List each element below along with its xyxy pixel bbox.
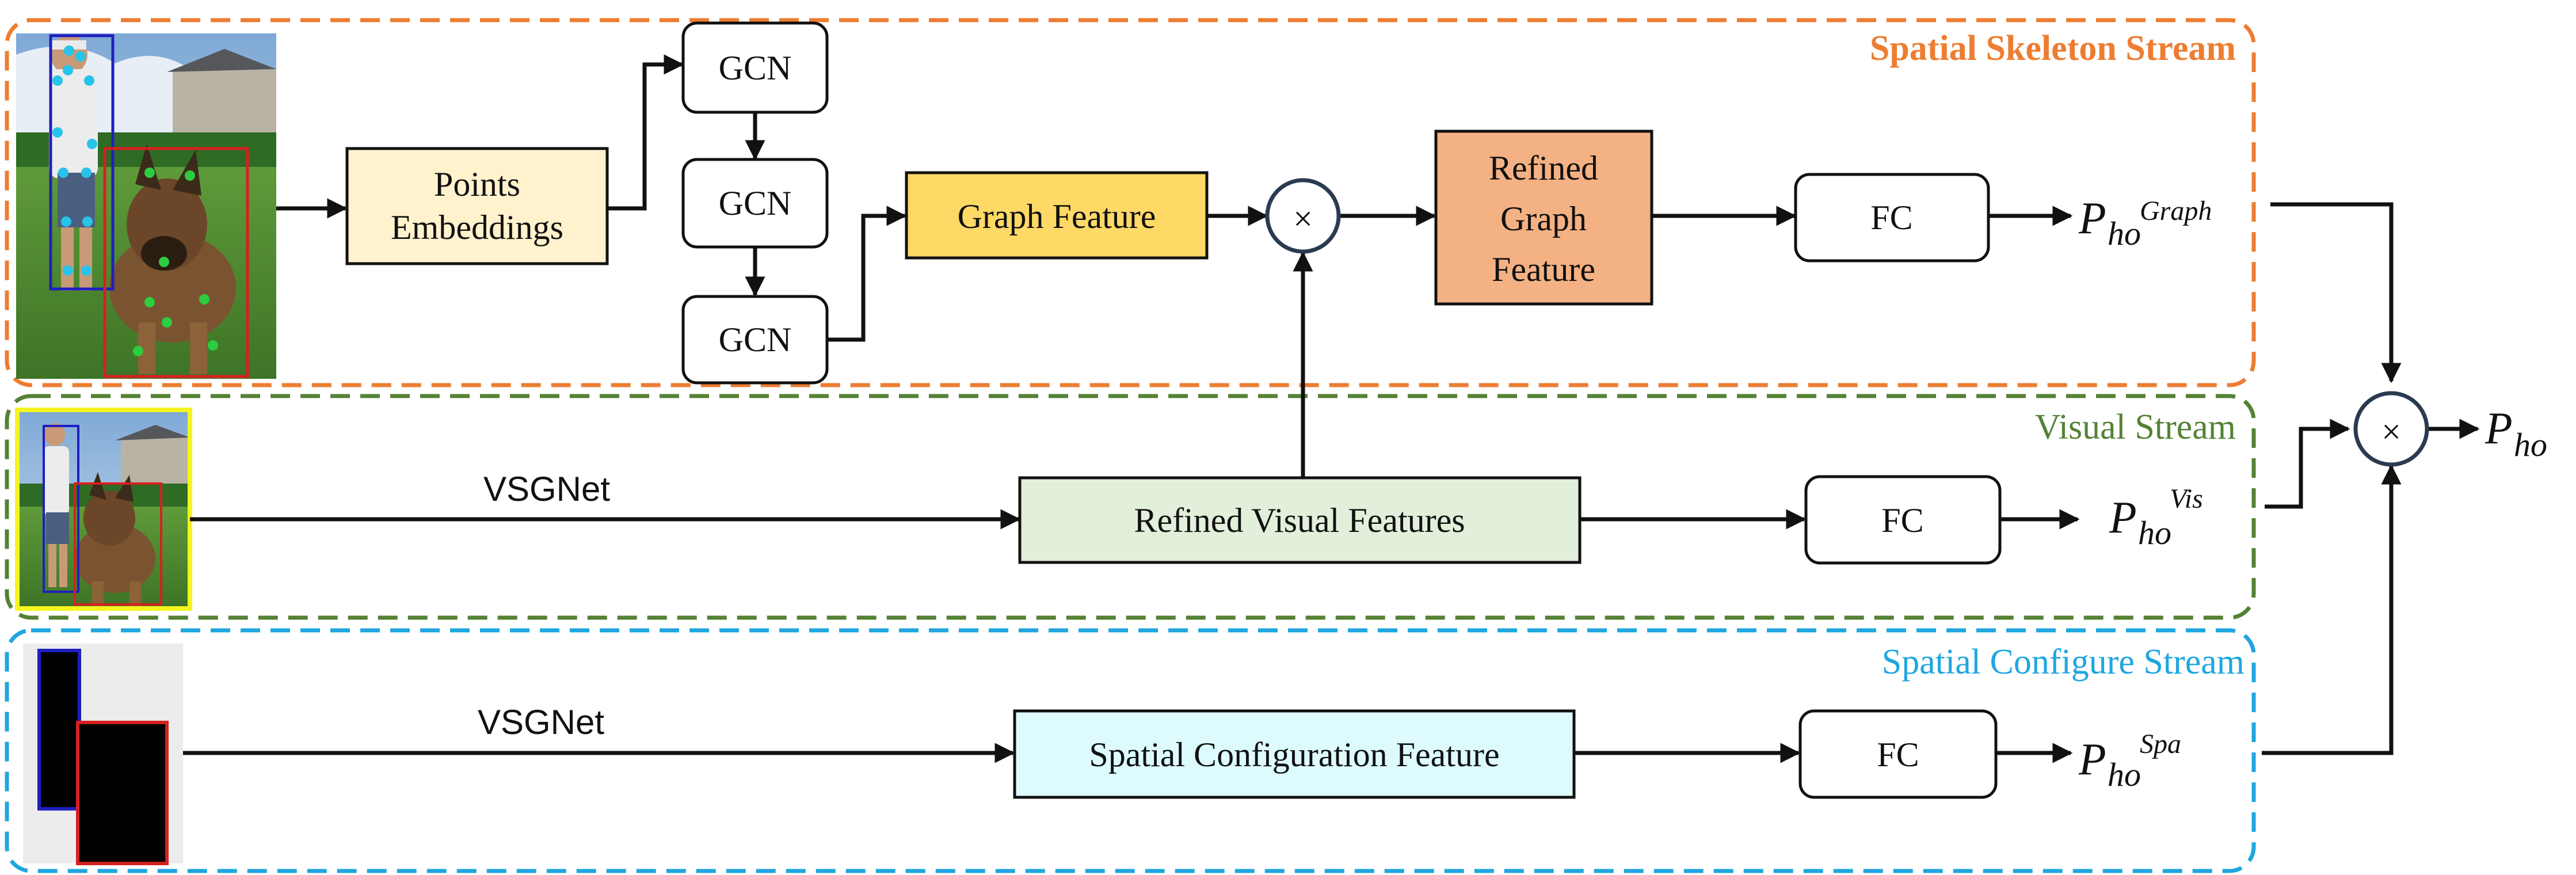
svg-text:ho: ho [2108, 215, 2141, 252]
visual-stream-title: Visual Stream [2035, 408, 2236, 447]
skeleton-input-photo [16, 33, 276, 379]
p-vis-output: P ho Vis [2109, 484, 2203, 551]
gcn-node-3 [681, 295, 829, 385]
edge-embeddings-to-gcn1 [607, 54, 684, 211]
edge-p-vis-to-final-multiply [2265, 419, 2350, 509]
gcn-label-3: GCN [719, 321, 792, 359]
fc-spatial-node [1798, 709, 1998, 799]
visual-photo-frame [15, 408, 192, 611]
p-graph-output: P ho Graph [2078, 193, 2212, 252]
svg-text:P: P [2078, 193, 2106, 243]
svg-text:Spa: Spa [2140, 729, 2181, 759]
p-ho-output: P ho [2484, 403, 2547, 463]
fc-graph-label: FC [1870, 199, 1912, 237]
fc-graph-node [1794, 173, 1990, 262]
configure-stream-title: Spatial Configure Stream [1882, 642, 2245, 682]
visual-input-photo [15, 408, 192, 611]
gcn-node-1 [681, 21, 829, 114]
human-bounding-box [49, 34, 115, 291]
edge-gcn3-to-graph-feature [827, 206, 907, 342]
skeleton-stream-title: Spatial Skeleton Stream [1870, 29, 2236, 68]
refined-visual-label: Refined Visual Features [1134, 501, 1465, 539]
fc-visual-node [1804, 475, 2002, 565]
fc-visual-label: FC [1881, 501, 1923, 539]
object-mask [76, 721, 169, 865]
refined-graph-label-line1: Refined [1489, 149, 1598, 187]
svg-text:P: P [2078, 734, 2106, 784]
configure-stream-frame [5, 628, 2256, 873]
visual-stream-frame [5, 394, 2256, 620]
spatial-config-map [23, 644, 183, 865]
vsgnet-label-spatial: VSGNet [478, 703, 604, 741]
svg-text:ho: ho [2108, 756, 2141, 793]
points-embeddings-label-line2: Embeddings [391, 208, 563, 246]
human-keypoints [52, 45, 97, 276]
refined-graph-feature-node [1434, 130, 1653, 306]
spatial-configuration-label: Spatial Configuration Feature [1089, 736, 1499, 774]
spatial-configuration-feature-node [1013, 709, 1576, 799]
svg-text:ho: ho [2138, 514, 2171, 551]
graph-feature-label: Graph Feature [958, 197, 1156, 235]
multiply-operator [1265, 178, 1341, 254]
fc-spatial-label: FC [1877, 736, 1919, 774]
multiply-symbol: × [1293, 200, 1313, 238]
svg-text:Vis: Vis [2170, 484, 2203, 514]
gcn-label-1: GCN [719, 49, 792, 87]
svg-text:ho: ho [2514, 426, 2547, 463]
points-embeddings-label-line1: Points [434, 165, 520, 203]
gcn-node-2 [681, 158, 829, 249]
refined-graph-label-line3: Feature [1492, 250, 1595, 288]
svg-text:P: P [2484, 403, 2513, 453]
edge-p-graph-to-final-multiply [2270, 202, 2402, 383]
skeleton-stream-frame [5, 18, 2256, 387]
refined-visual-features-node [1018, 476, 1582, 564]
svg-text:P: P [2109, 492, 2137, 542]
final-multiply-operator [2353, 391, 2429, 467]
p-spa-output: P ho Spa [2078, 729, 2181, 793]
refined-graph-label-line2: Graph [1500, 200, 1587, 238]
points-embeddings-node [345, 147, 609, 265]
final-multiply-symbol: × [2381, 413, 2401, 451]
human-mask [37, 649, 81, 811]
object-bounding-box [103, 147, 249, 378]
vsgnet-label-visual: VSGNet [483, 470, 610, 508]
svg-text:Graph: Graph [2140, 196, 2212, 226]
object-keypoints [133, 168, 218, 356]
graph-feature-node [905, 171, 1209, 260]
gcn-label-2: GCN [719, 184, 792, 222]
edge-p-spa-to-final-multiply [2262, 464, 2402, 755]
